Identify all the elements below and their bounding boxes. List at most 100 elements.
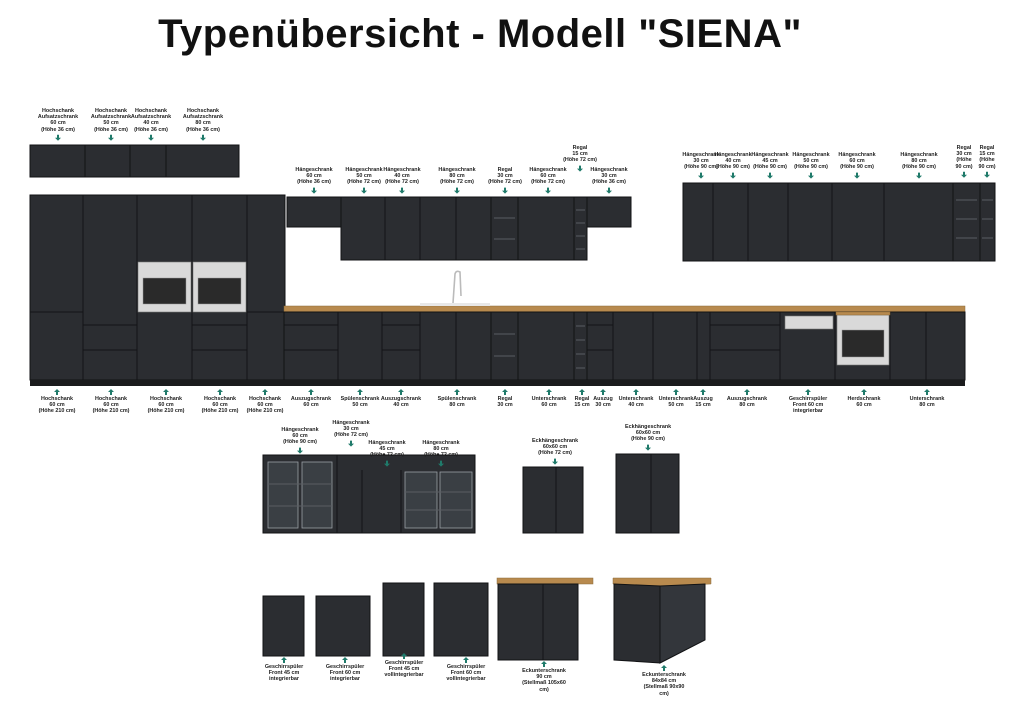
cabinet-label: Geschirrspüler Front 45 cm vollintegrier… xyxy=(384,660,424,679)
arrow-icon xyxy=(311,187,317,194)
arrow-icon xyxy=(600,389,606,395)
arrow-icon xyxy=(577,165,583,172)
cabinet-label: Regal 30 cm (Höhe 90 cm) xyxy=(955,145,973,170)
page-title: Typenübersicht - Modell "SIENA" xyxy=(158,12,802,56)
base-cabinets xyxy=(283,311,966,381)
sink-tap xyxy=(420,270,490,306)
tall-cabinets xyxy=(29,194,286,381)
arrow-icon xyxy=(552,458,558,465)
arrow-icon xyxy=(342,657,348,663)
arrow-icon xyxy=(633,389,639,395)
arrow-icon xyxy=(545,187,551,194)
arrow-icon xyxy=(606,187,612,194)
cabinet-label: Regal 30 cm (Höhe 72 cm) xyxy=(488,167,522,186)
arrow-icon xyxy=(546,389,552,395)
cabinet-label: Hochschank Aufsatzschrank 40 cm (Höhe 36… xyxy=(130,108,172,133)
cabinet-label: Hochschank Aufsatzschrank 50 cm (Höhe 36… xyxy=(90,108,132,133)
corner-base-cabinet-90 xyxy=(496,577,594,661)
arrow-icon xyxy=(808,172,814,179)
arrow-icon xyxy=(984,171,990,178)
dishwasher-front-45-full xyxy=(382,582,425,657)
cabinet-label: Regal 30 cm xyxy=(497,396,513,409)
arrow-icon xyxy=(502,389,508,395)
cabinet-label: Hochschank 60 cm (Höhe 210 cm) xyxy=(147,396,185,415)
arrow-icon xyxy=(401,653,407,659)
cabinet-label: Hochschank 60 cm (Höhe 210 cm) xyxy=(92,396,130,415)
cabinet-label: Spülenschrank 50 cm xyxy=(340,396,380,409)
dishwasher-front-60 xyxy=(315,595,371,657)
arrow-icon xyxy=(454,389,460,395)
cabinet-label: Hängeschrank 40 cm (Höhe 90 cm) xyxy=(714,152,752,171)
cabinet-label: Eckunterschrank 84x84 cm (Stellmaß 90x90… xyxy=(642,672,686,697)
arrow-icon xyxy=(924,389,930,395)
cabinet-label: Hängeschrank 60 cm (Höhe 90 cm) xyxy=(281,427,319,446)
cabinet-label: Hängeschrank 30 cm (Höhe 36 cm) xyxy=(590,167,628,186)
arrow-icon xyxy=(854,172,860,179)
arrow-icon xyxy=(348,440,354,447)
corner-wall-cabinet-72 xyxy=(522,466,584,534)
cabinet-label: Hängeschrank 45 cm (Höhe 90 cm) xyxy=(751,152,789,171)
arrow-icon xyxy=(54,389,60,395)
cabinet-label: Herdschrank 60 cm xyxy=(847,396,881,409)
cabinet-label: Geschirrspüler Front 60 cm integrierbar xyxy=(788,396,828,415)
label-arrows xyxy=(54,134,990,671)
cabinet-label: Hochschank 60 cm (Höhe 210 cm) xyxy=(201,396,239,415)
cabinet-label: Unterschrank 60 cm xyxy=(531,396,567,409)
cabinet-label: Hängeschrank 30 cm (Höhe 90 cm) xyxy=(682,152,720,171)
wall-cabinets-right xyxy=(682,182,996,262)
arrow-icon xyxy=(502,187,508,194)
arrow-icon xyxy=(861,389,867,395)
cabinet-label: Hängeschrank 60 cm (Höhe 90 cm) xyxy=(838,152,876,171)
arrow-icon xyxy=(200,134,206,141)
cabinet-label: Hängeschrank 80 cm (Höhe 72 cm) xyxy=(422,440,460,459)
cabinet-label: Geschirrspüler Front 60 cm vollintegrier… xyxy=(446,664,486,683)
worktop xyxy=(283,305,966,313)
arrow-icon xyxy=(767,172,773,179)
cabinet-label: Hängeschrank 60 cm (Höhe 72 cm) xyxy=(529,167,567,186)
cabinet-label: Hängeschrank 60 cm (Höhe 36 cm) xyxy=(295,167,333,186)
arrow-icon xyxy=(744,389,750,395)
cabinet-label: Hochschank Aufsatzschrank 80 cm (Höhe 36… xyxy=(182,108,224,133)
cabinet-label: Hängeschrank 80 cm (Höhe 72 cm) xyxy=(438,167,476,186)
plinth xyxy=(30,380,965,386)
cabinet-label: Hochschank 60 cm (Höhe 210 cm) xyxy=(38,396,76,415)
arrow-icon xyxy=(308,389,314,395)
arrow-icon xyxy=(730,172,736,179)
cabinet-label: Hochschank Aufsatzschrank 60 cm (Höhe 36… xyxy=(37,108,79,133)
dishwasher-front-60-full xyxy=(433,582,489,657)
arrow-icon xyxy=(148,134,154,141)
cabinet-label: Hängeschrank 30 cm (Höhe 72 cm) xyxy=(332,420,370,439)
cabinet-label: Hängeschrank 45 cm (Höhe 72 cm) xyxy=(368,440,406,459)
arrow-icon xyxy=(645,444,651,451)
cabinet-label: Eckhängeschrank 60x60 cm (Höhe 72 cm) xyxy=(532,438,579,457)
arrow-icon xyxy=(698,172,704,179)
cabinet-label: Auszugschrank 80 cm xyxy=(726,396,768,409)
arrow-icon xyxy=(541,661,547,667)
cabinet-label: Unterschrank 40 cm xyxy=(618,396,654,409)
corner-base-cabinet-84 xyxy=(612,577,712,664)
arrow-icon xyxy=(673,389,679,395)
arrow-icon xyxy=(398,389,404,395)
cabinet-label: Regal 15 cm (Höhe 90 cm) xyxy=(978,145,996,170)
arrow-icon xyxy=(805,389,811,395)
cabinet-label: Spülenschrank 80 cm xyxy=(437,396,477,409)
cabinet-label: Geschirrspüler Front 45 cm integrierbar xyxy=(264,664,304,683)
arrow-icon xyxy=(438,460,444,467)
glass-cabinet-row xyxy=(262,454,476,534)
arrow-icon xyxy=(961,171,967,178)
arrow-icon xyxy=(55,134,61,141)
cabinet-label: Auszugschrank 60 cm xyxy=(290,396,332,409)
dishwasher-panel xyxy=(784,315,834,330)
arrow-icon xyxy=(361,187,367,194)
cabinet-label: Eckhängeschrank 60x60 cm (Höhe 90 cm) xyxy=(625,424,672,443)
arrow-icon xyxy=(661,665,667,671)
cabinet-label: Unterschrank 50 cm xyxy=(658,396,694,409)
arrow-icon xyxy=(700,389,706,395)
arrow-icon xyxy=(916,172,922,179)
cabinet-label: Auszugschrank 40 cm xyxy=(380,396,422,409)
arrow-icon xyxy=(281,657,287,663)
cabinet-label: Hängeschrank 50 cm (Höhe 72 cm) xyxy=(345,167,383,186)
cabinet-label: Hochschank 60 cm (Höhe 210 cm) xyxy=(246,396,284,415)
cabinet-label: Regal 15 cm xyxy=(574,396,590,409)
